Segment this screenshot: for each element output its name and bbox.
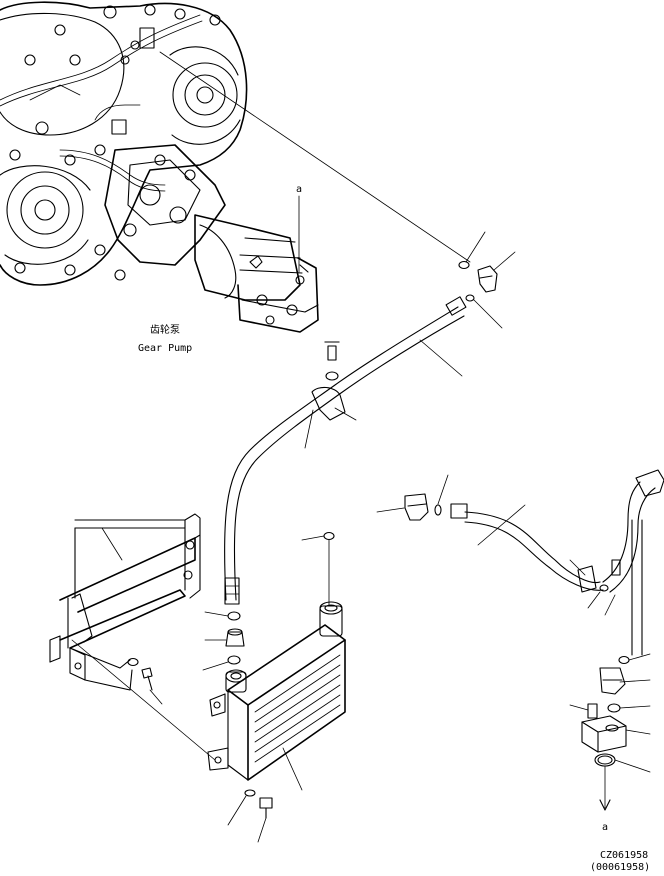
pump-label-cn: 齿轮泵: [150, 323, 180, 336]
transmission-housing: [0, 1, 248, 286]
cooler-bracket: [49, 513, 201, 705]
hose-main: [223, 296, 467, 605]
oil-cooler: [71, 601, 346, 791]
ref-a-top: a: [296, 184, 302, 195]
fitting-middle: [301, 474, 449, 606]
elbow-fitting-icon: [477, 265, 498, 293]
hose-right: [450, 469, 664, 656]
pump-label-en: Gear Pump: [138, 343, 192, 354]
o-ring-small-icon: [465, 294, 475, 302]
ref-a-bottom: a: [602, 822, 608, 833]
arrow-down-icon: [599, 799, 611, 811]
drawing-number-alt: (00061958): [590, 862, 650, 873]
o-ring-icon: [458, 260, 470, 270]
fitting-upper: [458, 231, 516, 329]
hose-clamp: [304, 341, 357, 449]
gear-pump: [104, 144, 319, 333]
cooler-bolts: [227, 789, 273, 843]
drawing-number: CZ061958: [600, 850, 648, 861]
cooler-inlet-fittings: [202, 611, 245, 671]
port-leader-line: [159, 51, 471, 263]
fitting-right-stack: [569, 653, 651, 811]
